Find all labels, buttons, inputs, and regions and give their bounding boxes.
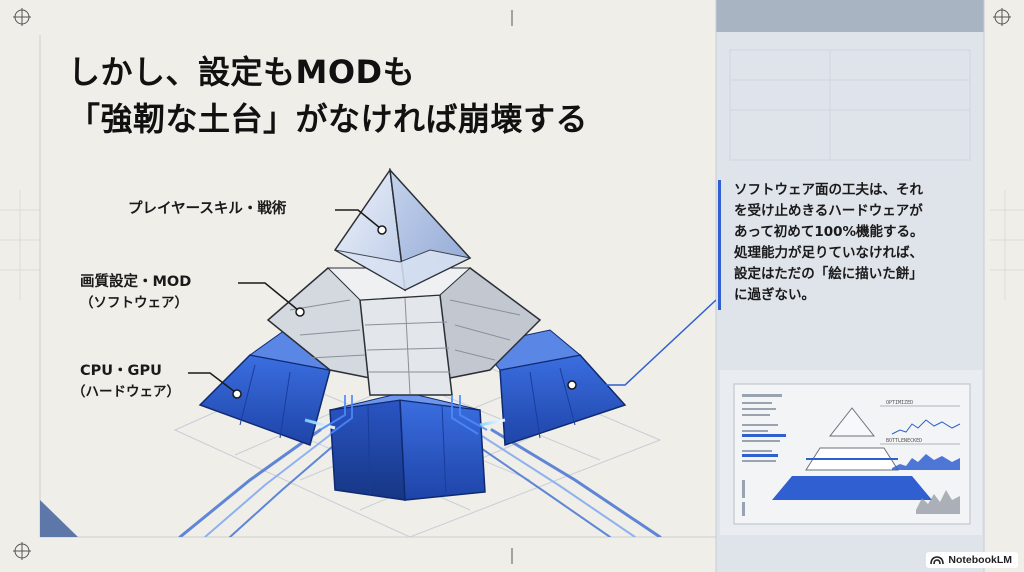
callout-connector [572, 299, 716, 386]
mini-label-bottlenecked: BOTTLENECKED [886, 438, 922, 444]
callout-line: 設定はただの「絵に描いた餅」 [734, 266, 923, 282]
mini-label-optimized: OPTIMIZED [886, 400, 913, 406]
pyramid-illustration [173, 167, 716, 537]
mini-pyramid-bottom [772, 476, 932, 500]
right-panel-top-strip [716, 0, 984, 32]
mini-pyramid-diagram: OPTIMIZED BOTTLENECKED [720, 370, 982, 535]
label-top-tier: プレイヤースキル・戦術 [128, 201, 287, 217]
headline-line-1: しかし、設定もMODも [68, 53, 416, 91]
label-middle-tier: 画質設定・MOD [80, 274, 192, 290]
marker-middle [295, 307, 305, 317]
label-bottom-tier-sub: （ハードウェア） [72, 384, 180, 400]
marker-bottom [232, 389, 242, 399]
data-streams [178, 428, 662, 537]
brand-badge: NotebookLM [926, 552, 1018, 568]
corner-triangle [40, 500, 78, 537]
mini-pyramid-top [828, 407, 876, 437]
callout-line: を受け止めきるハードウェアが [734, 203, 923, 219]
marker-hardware [567, 380, 577, 390]
callout-text: ソフトウェア面の工夫は、それ を受け止めきるハードウェアが あって初めて100%… [734, 180, 994, 306]
corner-marks [13, 8, 1011, 564]
headline-line-2: 「強靭な土台」がなければ崩壊する [68, 100, 589, 138]
marker-top [377, 225, 387, 235]
callout-line: ソフトウェア面の工夫は、それ [734, 182, 923, 198]
callout-line: あって初めて100%機能する。 [734, 224, 924, 240]
label-middle-tier-sub: （ソフトウェア） [80, 295, 188, 311]
pyramid-bottom-tier [198, 329, 627, 501]
callout-line: 処理能力が足りていなければ、 [734, 245, 923, 261]
pyramid-top-tier [333, 167, 472, 292]
brand-name: NotebookLM [948, 554, 1012, 566]
label-bottom-tier: CPU・GPU [80, 363, 162, 379]
callout-line: に過ぎない。 [734, 287, 815, 303]
notebooklm-logo-icon [930, 555, 945, 564]
callout-accent-bar [718, 180, 721, 310]
leader-lines [188, 209, 381, 393]
pyramid-middle-tier [266, 267, 542, 396]
